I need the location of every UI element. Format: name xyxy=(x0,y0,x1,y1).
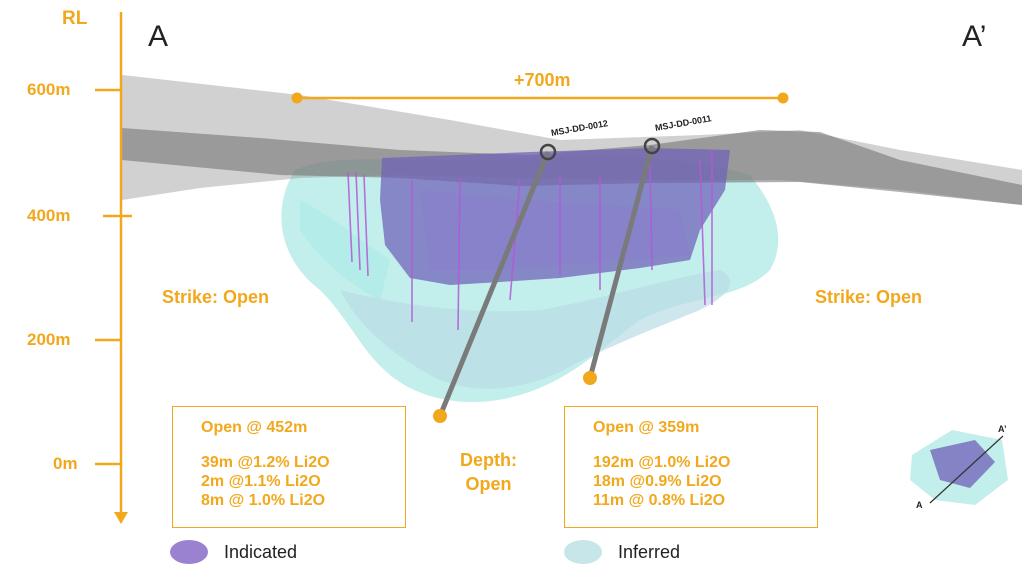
rl-axis-title: RL xyxy=(62,8,88,29)
intercept-row: 18m @0.9% Li2O xyxy=(593,473,722,490)
depth-line-1: Depth: xyxy=(460,450,517,470)
rl-tick-0: 0m xyxy=(53,454,78,473)
intercept-row: 11m @ 0.8% Li2O xyxy=(593,492,726,509)
section-end-label: A’ xyxy=(962,20,987,53)
rl-axis xyxy=(95,12,132,524)
depth-line-2: Open xyxy=(465,474,512,494)
legend-swatch-inferred xyxy=(564,540,602,564)
intercept-box-msj-dd-0011: Open @ 359m 192m @1.0% Li2O 18m @0.9% Li… xyxy=(564,406,818,528)
strike-left-label: Strike: Open xyxy=(162,287,270,307)
intercept-title: Open @ 359m xyxy=(593,419,700,436)
section-start-label: A xyxy=(148,20,169,53)
drillhole-msj-dd-0012 xyxy=(433,143,557,423)
span-label: +700m xyxy=(514,70,571,90)
depth-open-label: Depth: Open xyxy=(460,448,517,496)
rl-tick-400: 400m xyxy=(27,206,71,225)
span-dimension-line xyxy=(291,92,789,104)
legend-inferred: Inferred xyxy=(564,540,680,564)
drill-traces xyxy=(347,150,713,331)
intercept-title: Open @ 452m xyxy=(201,419,308,436)
drillhole-msj-dd-0011 xyxy=(583,137,661,385)
legend-indicated: Indicated xyxy=(170,540,297,564)
intercept-row: 2m @1.1% Li2O xyxy=(201,473,321,490)
strike-right-label: Strike: Open xyxy=(815,287,923,307)
legend-label-indicated: Indicated xyxy=(224,541,298,562)
legend-label-inferred: Inferred xyxy=(618,541,681,562)
legend-swatch-indicated xyxy=(170,540,208,564)
intercept-box-msj-dd-0012: Open @ 452m 39m @1.2% Li2O 2m @1.1% Li2O… xyxy=(172,406,406,528)
inset-map xyxy=(910,430,1008,505)
intercept-row: 39m @1.2% Li2O xyxy=(201,454,330,471)
inset-start-label: A xyxy=(916,500,923,510)
rl-tick-600: 600m xyxy=(27,80,71,99)
intercept-row: 8m @ 1.0% Li2O xyxy=(201,492,326,509)
inset-end-label: A’ xyxy=(998,424,1007,434)
rl-tick-200: 200m xyxy=(27,330,71,349)
intercept-row: 192m @1.0% Li2O xyxy=(593,454,731,471)
